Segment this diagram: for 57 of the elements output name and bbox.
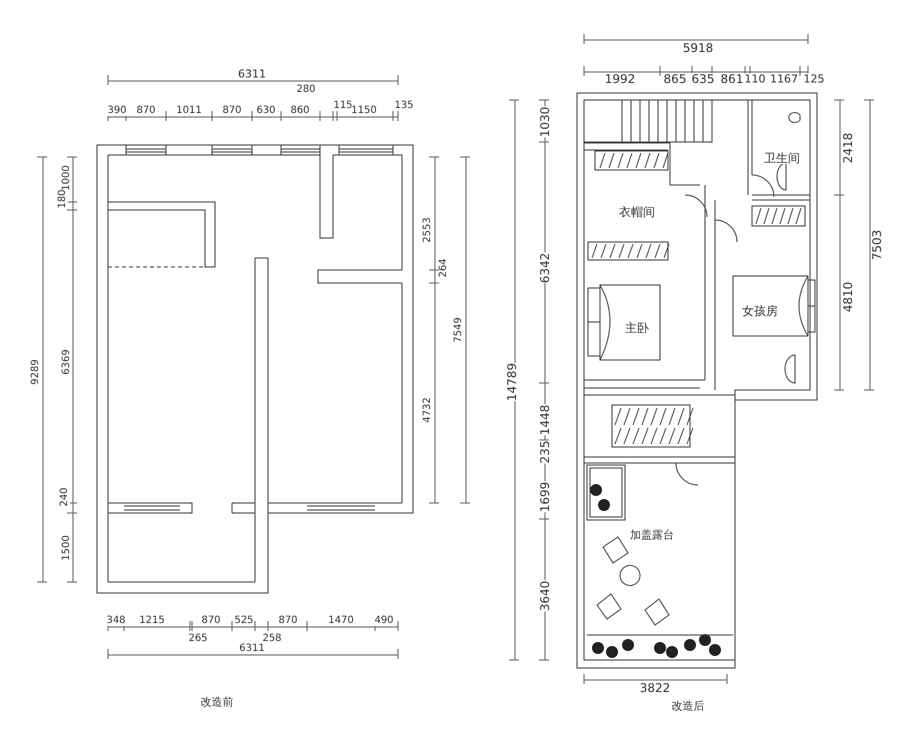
dimension-label: 180 xyxy=(58,189,68,209)
dimension-label: 1448 xyxy=(539,404,551,436)
room-label: 女孩房 xyxy=(742,305,778,317)
room-label: 衣帽间 xyxy=(619,206,655,218)
dimension-label: 1992 xyxy=(604,73,636,85)
dimension-label: 6342 xyxy=(539,252,551,284)
dimension-label: 870 xyxy=(136,106,156,116)
dimension-label: 630 xyxy=(256,106,276,116)
dimension-label: 6311 xyxy=(238,68,266,80)
dimension-label: 3822 xyxy=(640,682,670,694)
room-label: 加盖露台 xyxy=(630,530,674,540)
room-label: 主卧 xyxy=(625,322,649,334)
dimension-label: 1150 xyxy=(351,106,377,116)
dimension-label: 870 xyxy=(201,616,221,626)
room-label: 卫生间 xyxy=(764,152,800,164)
plan-caption: 改造前 xyxy=(200,696,234,708)
dimension-label: 4732 xyxy=(423,397,433,423)
dimension-label: 6311 xyxy=(239,644,265,654)
dimension-label: 115 xyxy=(333,101,353,111)
dimension-label: 1500 xyxy=(62,535,72,561)
dimension-label: 2553 xyxy=(423,217,433,243)
dimension-label: 870 xyxy=(222,106,242,116)
dimension-label: 348 xyxy=(106,616,126,626)
dimension-label: 1011 xyxy=(176,106,202,116)
dimension-label: 9289 xyxy=(31,359,41,385)
dimension-label: 7549 xyxy=(454,317,464,343)
dimension-label: 870 xyxy=(278,616,298,626)
dimension-label: 240 xyxy=(60,487,70,507)
dimension-label: 5918 xyxy=(682,42,714,54)
dimension-label: 125 xyxy=(804,74,824,84)
dimension-label: 1470 xyxy=(328,616,354,626)
dimension-label: 865 xyxy=(664,73,686,85)
dimension-label: 2418 xyxy=(842,132,854,164)
dimension-label: 110 xyxy=(744,74,766,84)
dimension-label: 1030 xyxy=(539,106,551,138)
dimension-label: 861 xyxy=(720,73,744,85)
dimension-label: 390 xyxy=(107,106,127,116)
dimension-label: 525 xyxy=(234,616,254,626)
dimension-label: 280 xyxy=(296,85,316,95)
dimension-label: 7503 xyxy=(871,230,883,260)
dimension-label: 3640 xyxy=(539,580,551,612)
dimension-label: 1215 xyxy=(139,616,165,626)
dimension-label: 264 xyxy=(439,258,449,278)
plan-caption: 改造后 xyxy=(672,700,704,712)
dimension-label: 4810 xyxy=(842,282,854,312)
dimension-label: 135 xyxy=(394,101,414,111)
dimension-label: 14789 xyxy=(506,362,518,402)
dimension-label: 1699 xyxy=(539,482,551,512)
dimension-label: 265 xyxy=(188,634,208,644)
dimension-label: 235 xyxy=(539,440,551,464)
dimension-label: 1167 xyxy=(770,74,798,84)
dimension-label: 1000 xyxy=(62,165,72,191)
dimension-label: 6369 xyxy=(62,349,72,375)
dimension-label: 635 xyxy=(692,73,714,85)
dimension-label: 860 xyxy=(290,106,310,116)
dimension-label: 490 xyxy=(374,616,394,626)
dimension-label: 258 xyxy=(262,634,282,644)
